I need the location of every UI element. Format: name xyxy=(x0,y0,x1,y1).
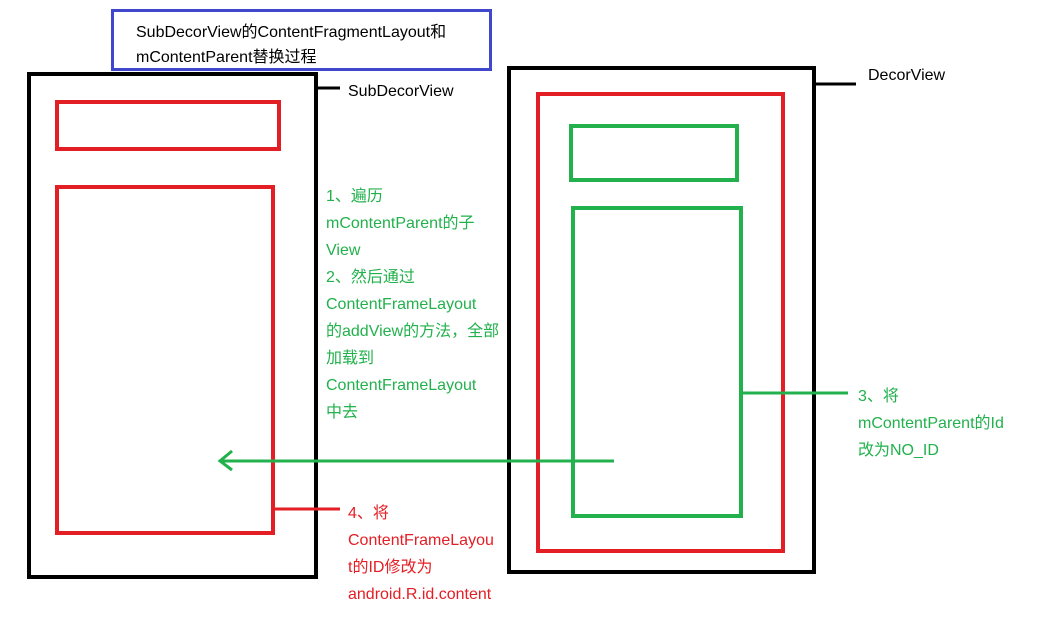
step4-line-1: 4、将 xyxy=(348,505,389,522)
step12-line-3: View xyxy=(326,242,361,259)
content-frame-layout-box xyxy=(55,185,275,535)
sub-decor-view-label: SubDecorView xyxy=(348,83,454,100)
step4-line-3: t的ID修改为 xyxy=(348,559,433,576)
sub-decor-view-frame xyxy=(27,72,318,579)
sub-decor-toolbar-box xyxy=(55,100,281,151)
decor-view-frame xyxy=(507,66,816,574)
step3-line-2: mContentParent的Id xyxy=(858,415,1004,432)
step12-line-4: 2、然后通过 xyxy=(326,269,415,286)
decor-view-label: DecorView xyxy=(868,67,946,84)
step3-line-3: 改为NO_ID xyxy=(858,442,939,459)
step-4-annotation: 4、将 ContentFrameLayou t的ID修改为 android.R.… xyxy=(348,500,494,608)
step3-line-1: 3、将 xyxy=(858,388,899,405)
step12-line-2: mContentParent的子 xyxy=(326,215,475,232)
decor-title-box xyxy=(569,124,739,182)
step-1-2-annotation: 1、遍历 mContentParent的子 View 2、然后通过 Conten… xyxy=(326,183,499,426)
step12-line-9: 中去 xyxy=(326,404,359,421)
step-3-annotation: 3、将 mContentParent的Id 改为NO_ID xyxy=(858,383,1004,464)
step12-line-8: ContentFrameLayout xyxy=(326,377,477,394)
decor-view-inner-box xyxy=(536,92,785,553)
content-parent-box xyxy=(571,206,743,518)
step4-line-2: ContentFrameLayou xyxy=(348,532,494,549)
title-line-1: SubDecorView的ContentFragmentLayout和 xyxy=(136,24,447,41)
step4-line-4: android.R.id.content xyxy=(348,586,492,603)
step12-line-7: 加载到 xyxy=(326,350,375,367)
step12-line-6: 的addView的方法，全部 xyxy=(326,323,500,340)
diagram-title-box: SubDecorView的ContentFragmentLayout和 mCon… xyxy=(111,9,492,71)
title-line-2: mContentParent替换过程 xyxy=(136,49,317,66)
step12-line-5: ContentFrameLayout xyxy=(326,296,477,313)
step12-line-1: 1、遍历 xyxy=(326,188,383,205)
